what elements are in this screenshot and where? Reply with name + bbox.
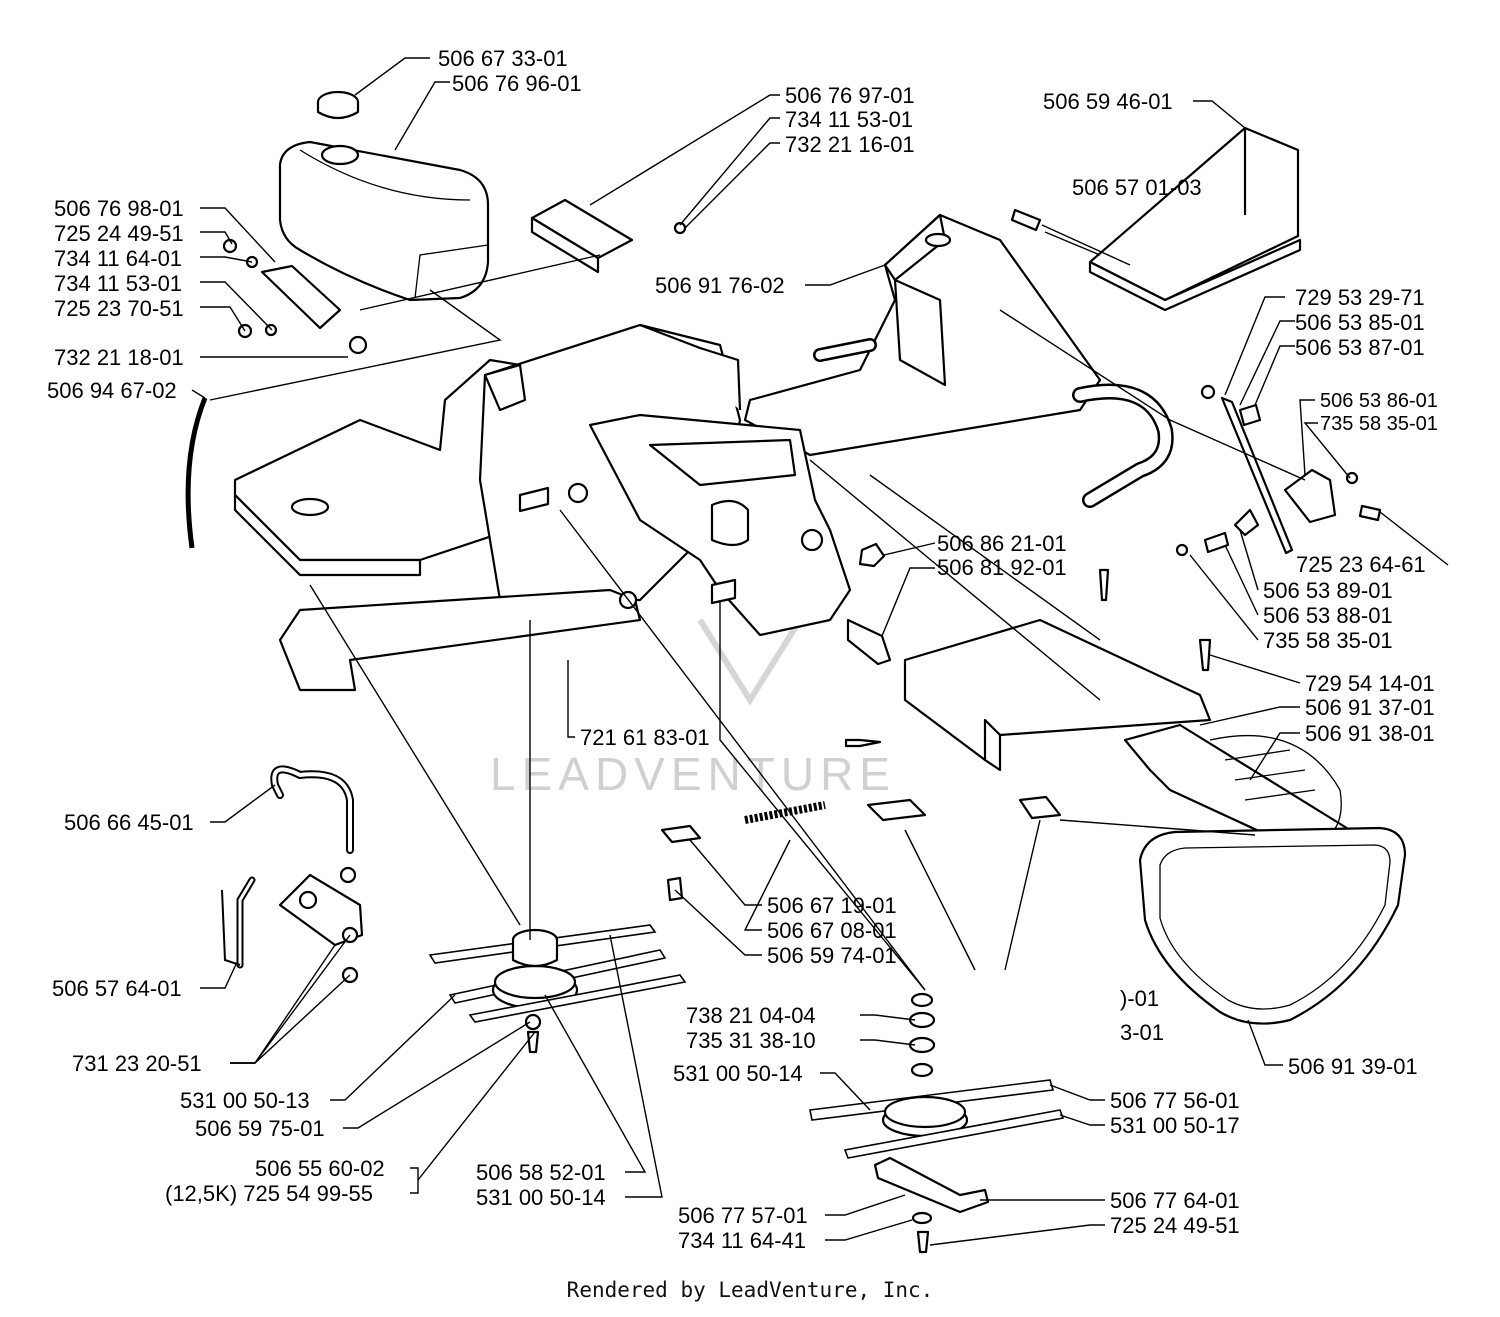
label-506-53-87-01: 506 53 87-01	[1295, 335, 1425, 360]
fuel-line	[185, 397, 208, 549]
label-506-94-67-02: 506 94 67-02	[47, 378, 177, 403]
label-506-53-88-01: 506 53 88-01	[1263, 603, 1393, 628]
footer-credit: Rendered by LeadVenture, Inc.	[566, 1278, 934, 1302]
clip	[1018, 795, 1062, 820]
fuel-tank	[278, 140, 490, 302]
tension-spring	[660, 798, 927, 902]
label-506-86-21-01: 506 86 21-01	[937, 531, 1067, 556]
label-506-77-56-01: 506 77 56-01	[1110, 1088, 1240, 1113]
seat-plate	[1088, 126, 1302, 312]
label-506-91-76-02: 506 91 76-02	[655, 273, 785, 298]
label-735-58-35-01-lower: 735 58 35-01	[1263, 628, 1393, 653]
label-738-21-04-04: 738 21 04-04	[686, 1003, 816, 1028]
label-506-81-92-01: 506 81 92-01	[937, 555, 1067, 580]
part-labels: 506 67 33-01 506 76 96-01 506 76 97-01 7…	[47, 46, 1438, 1253]
label-725-23-70-51: 725 23 70-51	[54, 296, 184, 321]
label-506-59-74-01: 506 59 74-01	[767, 943, 897, 968]
label-506-57-01-03: 506 57 01-03	[1072, 175, 1202, 200]
label-734-11-64-41: 734 11 64-41	[678, 1228, 806, 1253]
label-725-54-99-55: (12,5K) 725 54 99-55	[165, 1181, 373, 1206]
label-531-00-50-13: 531 00 50-13	[180, 1088, 310, 1113]
label-721-61-83-01: 721 61 83-01	[580, 725, 710, 750]
label-732-21-18-01: 732 21 18-01	[54, 345, 184, 370]
label-731-23-20-51: 731 23 20-51	[72, 1051, 202, 1076]
label-506-59-75-01: 506 59 75-01	[195, 1116, 325, 1141]
front-shield	[1138, 826, 1407, 1025]
belt-cover	[903, 618, 1352, 852]
label-725-23-64-61: 725 23 64-61	[1296, 552, 1426, 577]
label-732-21-16-01: 732 21 16-01	[785, 132, 915, 157]
label-506-55-60-02: 506 55 60-02	[255, 1156, 385, 1181]
leader-lines	[191, 57, 1449, 1246]
label-725-24-49-51-top: 725 24 49-51	[54, 221, 184, 246]
cover-screws	[844, 568, 1212, 748]
label-506-77-64-01: 506 77 64-01	[1110, 1188, 1240, 1213]
label-506-53-85-01: 506 53 85-01	[1295, 310, 1425, 335]
label-506-76-97-01: 506 76 97-01	[785, 83, 915, 108]
label-506-57-64-01: 506 57 64-01	[52, 976, 182, 1001]
label-partial-01-a: )-01	[1120, 986, 1159, 1011]
label-506-53-89-01: 506 53 89-01	[1263, 578, 1393, 603]
label-506-58-52-01: 506 58 52-01	[476, 1160, 606, 1185]
label-506-53-86-01: 506 53 86-01	[1320, 390, 1438, 412]
label-partial-01-b: 3-01	[1120, 1020, 1164, 1045]
label-506-59-46-01: 506 59 46-01	[1043, 89, 1173, 114]
label-506-91-37-01: 506 91 37-01	[1305, 695, 1435, 720]
label-506-67-19-01: 506 67 19-01	[767, 893, 897, 918]
label-506-91-38-01: 506 91 38-01	[1305, 721, 1435, 746]
label-506-76-98-01: 506 76 98-01	[54, 196, 184, 221]
throttle-linkage	[1175, 384, 1382, 557]
label-506-67-08-01: 506 67 08-01	[767, 918, 897, 943]
label-531-00-50-14-right: 531 00 50-14	[673, 1061, 803, 1086]
label-729-53-29-71: 729 53 29-71	[1295, 285, 1425, 310]
seat-bolt	[1010, 208, 1042, 232]
label-531-00-50-14-left: 531 00 50-14	[476, 1185, 606, 1210]
fuel-cap	[316, 90, 360, 120]
watermark-text: LEADVENTURE	[490, 748, 896, 800]
label-729-54-14-01: 729 54 14-01	[1305, 671, 1435, 696]
label-506-67-33-01: 506 67 33-01	[438, 46, 568, 71]
main-frame	[233, 213, 1174, 692]
lift-lever	[221, 765, 364, 984]
left-pulley	[428, 924, 687, 1054]
label-734-11-64-01: 734 11 64-01	[54, 246, 182, 271]
label-506-77-57-01: 506 77 57-01	[678, 1203, 808, 1228]
label-735-31-38-10: 735 31 38-10	[686, 1028, 816, 1053]
label-506-91-39-01: 506 91 39-01	[1288, 1054, 1418, 1079]
tank-bracket	[260, 264, 342, 330]
label-531-00-50-17: 531 00 50-17	[1110, 1113, 1240, 1138]
right-pulley	[809, 992, 1065, 1254]
label-506-76-96-01: 506 76 96-01	[452, 71, 582, 96]
label-734-11-53-01-top: 734 11 53-01	[785, 107, 913, 132]
label-734-11-53-01-left: 734 11 53-01	[54, 271, 182, 296]
label-725-24-49-51-bottom: 725 24 49-51	[1110, 1213, 1240, 1238]
pivot-pin	[846, 542, 892, 666]
label-735-58-35-01-upper: 735 58 35-01	[1320, 413, 1438, 435]
label-506-66-45-01: 506 66 45-01	[64, 810, 194, 835]
top-bracket	[530, 198, 687, 274]
